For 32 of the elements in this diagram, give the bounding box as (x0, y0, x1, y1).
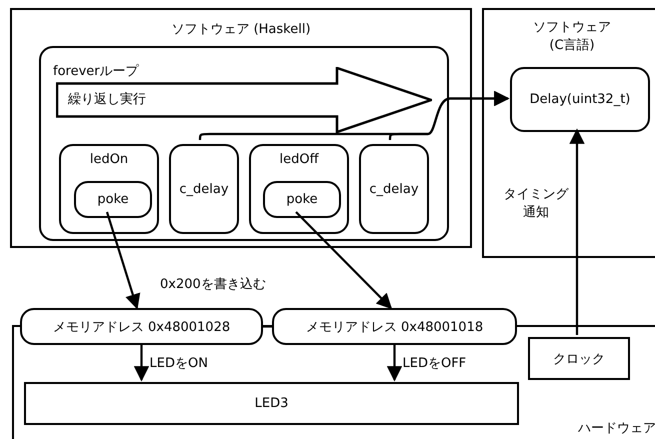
arrow-label: 繰り返し実行 (68, 91, 146, 108)
connector-line (263, 325, 272, 328)
arrow (388, 90, 510, 140)
software-panel (10, 8, 472, 248)
function-box: poke (74, 181, 152, 218)
function-box (59, 144, 159, 234)
edge-label: LEDをON (150, 354, 208, 372)
register-box: メモリアドレス 0x48001018 (272, 308, 517, 345)
function-box: c_delay (359, 144, 429, 234)
arrow (106, 212, 140, 310)
arrow (134, 345, 150, 382)
led-box: LED3 (24, 382, 519, 425)
arrow (386, 345, 402, 382)
loop-box (39, 46, 449, 241)
clock-box: クロック (528, 337, 630, 380)
edge-label: LEDをOFF (402, 354, 466, 372)
function-box: poke (263, 181, 341, 218)
box-title: ledOff (278, 152, 320, 167)
function-box: Delay(uint32_t) (510, 67, 650, 132)
software-panel (482, 8, 655, 258)
box-title: ソフトウェア (Haskell) (170, 21, 312, 38)
note-label: 0x200を書き込む (160, 276, 266, 293)
box-title: ハードウェア (578, 420, 655, 437)
arrow (295, 211, 392, 310)
function-box (249, 144, 349, 234)
box-title: foreverループ (53, 63, 139, 80)
edge-label: タイミング通知 (502, 186, 570, 221)
arrow (569, 128, 585, 335)
box-title: ソフトウェア (C言語) (532, 19, 612, 54)
function-box: c_delay (169, 144, 239, 234)
box-title: ledOn (88, 152, 130, 167)
register-box: メモリアドレス 0x48001028 (20, 308, 263, 345)
